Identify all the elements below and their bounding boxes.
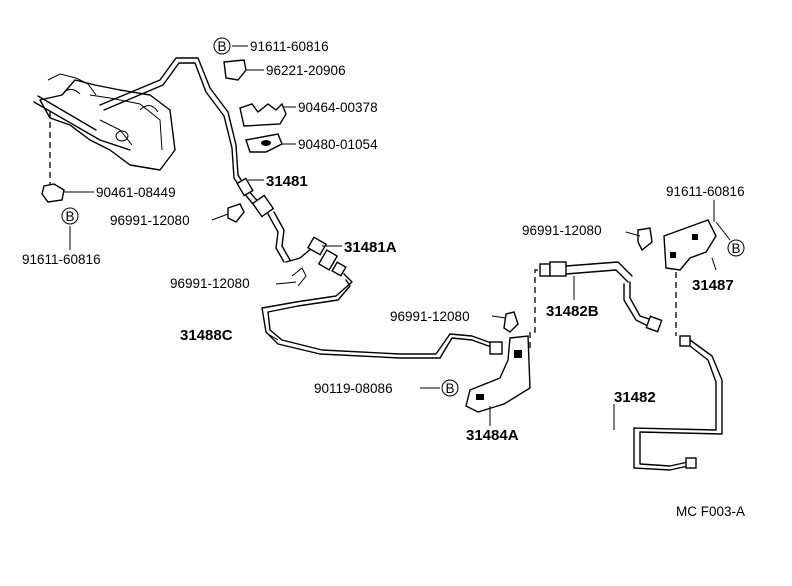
diagram-code: MC F003-A: [676, 504, 745, 519]
label-31482: 31482: [614, 389, 656, 406]
bolt-marker-right: B: [727, 239, 745, 257]
bolt-marker-bottom: B: [441, 379, 459, 397]
bracket-31484A: [465, 335, 531, 413]
bolt-marker-top: B: [213, 37, 231, 55]
label-96991-12080-b: 96991-12080: [170, 276, 250, 291]
flex-hose-31482B: [539, 261, 663, 333]
label-31481A: 31481A: [344, 239, 397, 256]
brake-line-31488C: [261, 273, 495, 359]
label-96991-12080-c: 96991-12080: [390, 309, 470, 324]
label-90461-08449: 90461-08449: [96, 185, 176, 200]
bolt-marker-left: B: [61, 207, 79, 225]
clip-96991-12080-a: [227, 203, 245, 223]
label-96221-20906: 96221-20906: [266, 63, 346, 78]
svg-text:B: B: [65, 209, 74, 224]
clamp-90464-00378: [239, 102, 287, 127]
dash-leader-31484A: [529, 269, 540, 348]
leader-lines: [64, 45, 731, 430]
label-91611-60816-left: 91611-60816: [22, 252, 101, 267]
master-cylinder-assembly: [33, 73, 176, 171]
svg-text:B: B: [731, 241, 740, 256]
label-31484A: 31484A: [466, 427, 519, 444]
flare-nut-31488C: [489, 341, 503, 355]
label-31482B: 31482B: [546, 303, 599, 320]
svg-text:B: B: [445, 381, 454, 396]
label-90480-01054: 90480-01054: [298, 137, 378, 152]
label-91611-60816-right: 91611-60816: [666, 184, 745, 199]
label-31488C: 31488C: [180, 327, 233, 344]
clip-96221-20906: [223, 59, 247, 81]
label-31487: 31487: [692, 277, 734, 294]
svg-text:B: B: [217, 39, 226, 54]
grommet-90480-01054: [245, 133, 283, 153]
brake-line-31482: [633, 335, 723, 471]
flex-hose-31481: [236, 177, 291, 263]
clip-96991-12080-d: [637, 227, 653, 252]
label-91611-60816-top: 91611-60816: [250, 39, 329, 54]
label-96991-12080-d: 96991-12080: [522, 223, 602, 238]
clip-96991-12080-c: [503, 311, 519, 333]
label-96991-12080-a: 96991-12080: [110, 213, 190, 228]
clamp-90461-08449: [41, 183, 65, 203]
clip-96991-12080-b: [291, 267, 307, 287]
label-90119-08086: 90119-08086: [314, 381, 393, 396]
label-90464-00378: 90464-00378: [298, 100, 378, 115]
label-31481: 31481: [266, 173, 308, 190]
flex-hose-31481A: [285, 236, 347, 277]
bracket-31487: [663, 219, 717, 271]
